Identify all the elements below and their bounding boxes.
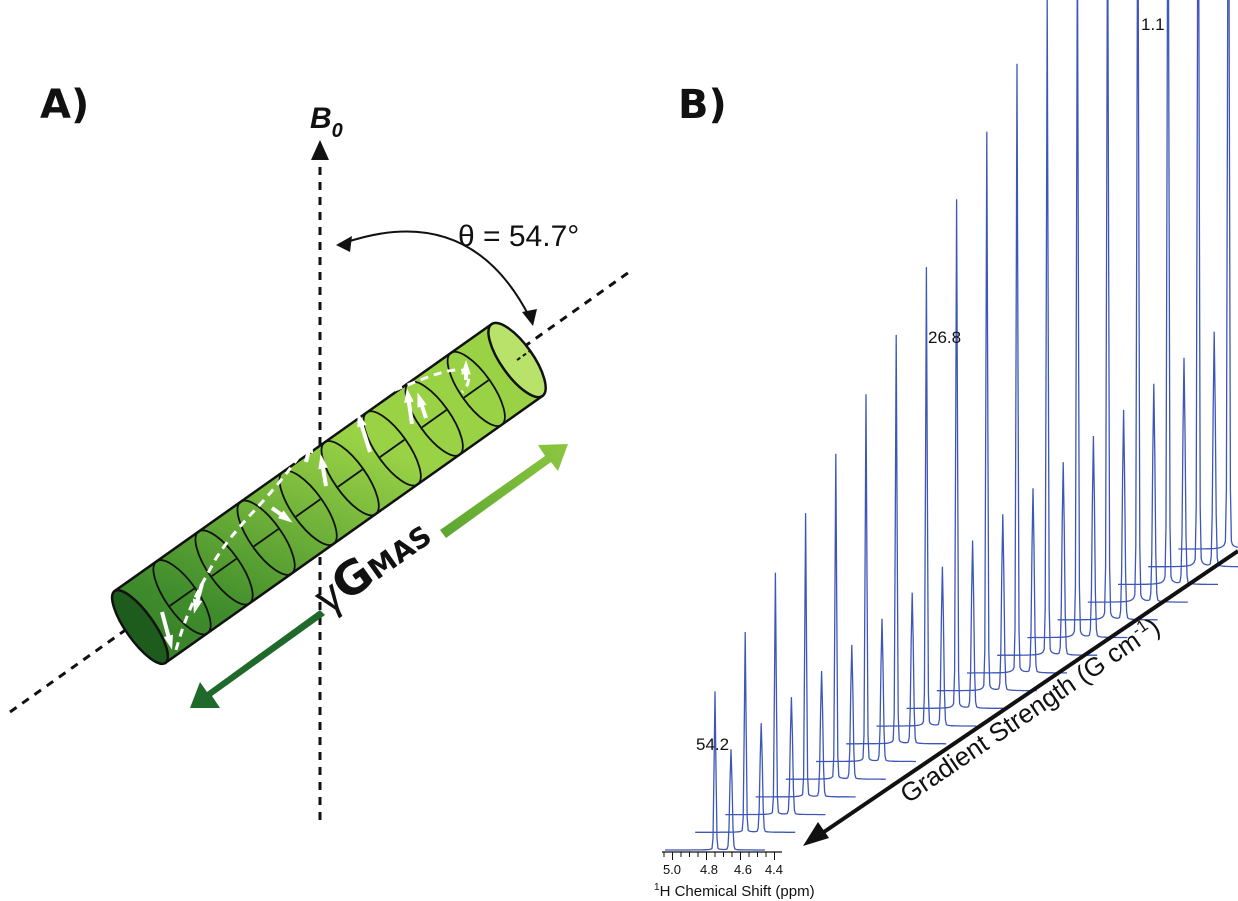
spectrum-trace [1148,0,1238,568]
peak-label-high: 1.1 [1141,15,1165,34]
rotor-slice-divider [463,379,490,399]
shift-axis-label: 1H Chemical Shift (ppm) [654,882,815,900]
panel-b: B) 54.2 26.8 1.1 Gradient Strength (G cm… [654,0,1238,900]
spin-arrow-head-icon [357,412,367,428]
panel-a: A) B0 θ = 54.7° γGMAS [9,82,633,820]
spectrum-trace [1178,0,1238,550]
rotor [110,321,547,666]
spectrum-trace [695,631,796,833]
gradient-arrow-light-icon [440,444,568,538]
gradient-strength-axis [816,549,1238,838]
gradient-strength-arrowhead-icon [803,822,829,846]
panel-b-label: B) [678,82,727,128]
spin-arrow-head-icon [278,510,293,523]
peak-label-low: 54.2 [696,735,729,754]
rotor-slice [404,380,464,457]
shift-tick-48: 4.8 [700,862,718,877]
spectrum-trace [876,267,977,727]
spectrum-trace [1027,0,1128,639]
shift-tick-50: 5.0 [663,862,681,877]
spectrum-trace [1087,0,1188,603]
rotor-slice-divider [421,409,447,429]
gradient-arrow-dark-icon [190,610,325,708]
b0-arrowhead-icon [311,140,329,160]
spin-arrow-head-icon [303,438,314,454]
b0-label: B0 [310,102,343,142]
spectrum-trace [725,572,826,816]
peak-label-mid: 26.8 [928,328,961,347]
rotor-bottom-cap [110,588,170,666]
angle-label: θ = 54.7° [458,220,579,253]
rotor-slice-divider [253,528,279,548]
spin-arrows [160,360,471,650]
rotor-slice-divider [169,587,195,607]
spectrum-trace [665,691,765,851]
rotor-slice [236,499,296,576]
spectrum-trace [755,513,856,798]
rotor-slice [320,440,380,517]
spectrum-trace [936,131,1037,692]
shift-tick-46: 4.6 [734,862,752,877]
panel-a-label: A) [40,82,89,128]
spectrum-trace [785,453,886,780]
spin-arrow-head-icon [193,598,203,614]
rotor-slice-divider [211,558,237,577]
rotor-slice-divider [379,439,405,458]
spin-arrow-head-icon [163,634,173,650]
spin-arrow-head-icon [417,392,427,408]
spin-arrow-head-icon [318,454,328,470]
spectrum-trace [906,199,1007,710]
spectrum-trace [1118,0,1218,586]
rotor-slice [194,529,254,606]
rotor-slice-divider [295,498,321,518]
spectrum-trace [1057,0,1158,621]
rotor-slice [152,559,212,636]
spectrum-trace [816,394,916,763]
angle-arrowhead-left-icon [336,236,352,252]
rotor-slice-divider [337,468,363,488]
spin-arrow-head-icon [404,388,414,404]
shift-axis-ticks [663,852,775,860]
spin-arrow-head-icon [461,360,471,375]
gradient-strength-label: Gradient Strength (G cm-1) [894,611,1165,809]
chemical-shift-axis: 5.0 4.8 4.6 4.4 1H Chemical Shift (ppm) [654,851,815,900]
rotor-slice [362,410,422,487]
spectrum-trace [846,334,947,745]
rotor-slice [278,469,338,546]
angle-arrowhead-right-icon [522,309,537,326]
angle-arc [343,230,531,319]
shift-tick-44: 4.4 [765,862,783,877]
spectrum-trace [997,0,1098,656]
spectrum-trace [967,63,1067,674]
rotor-slice [446,350,506,427]
rotor-cap-axis [516,349,531,361]
spectra-stack [665,0,1238,851]
rotor-slices [152,350,506,636]
